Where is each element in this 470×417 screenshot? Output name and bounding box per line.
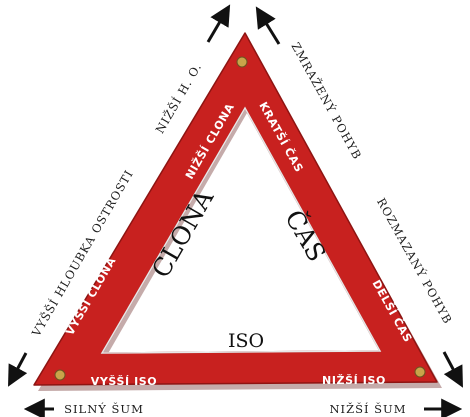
outer-label-bottom-right: NIŽŠÍ ŠUM [329, 402, 406, 416]
outer-label-bottom-left: SILNÝ ŠUM [64, 402, 144, 416]
arrow-down-right-icon [444, 352, 461, 384]
band-label-bottom-right: NIŽŠÍ ISO [322, 374, 386, 387]
center-label-iso: ISO [228, 330, 264, 352]
band-label-bottom-left: VYŠŠÍ ISO [91, 375, 158, 388]
arrow-up-right-icon [258, 10, 279, 44]
arrow-up-left-icon [208, 8, 228, 42]
arrow-down-left-icon [10, 353, 26, 383]
